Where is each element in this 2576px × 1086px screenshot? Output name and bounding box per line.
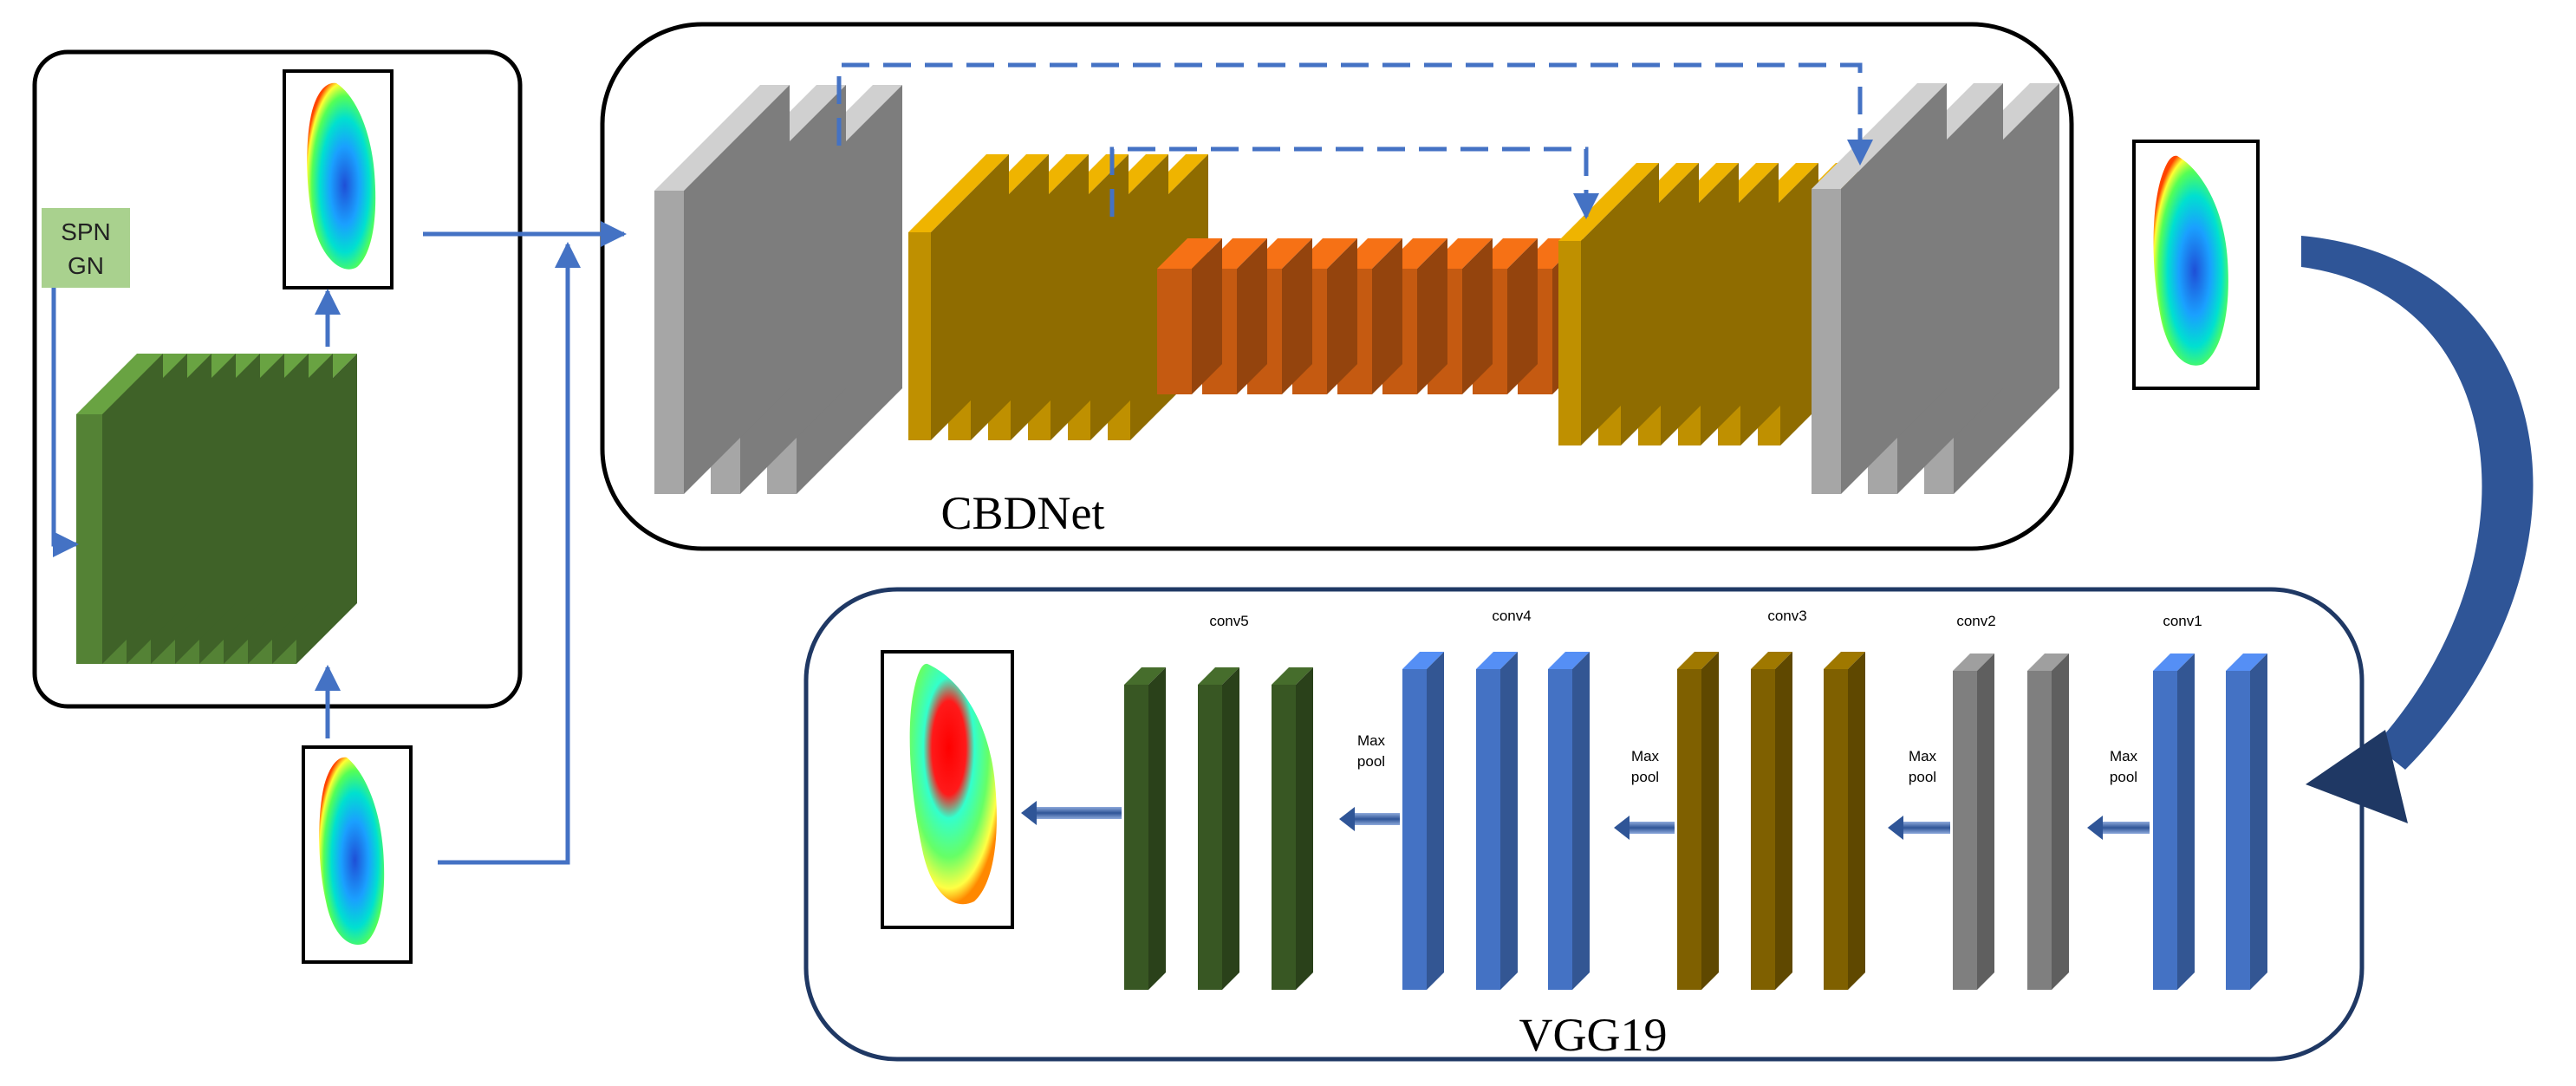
vgg-conv2-layer-2 [2027,654,2069,990]
cbdnet-encoder-gold-1 [908,154,1009,440]
vgg-conv-labels: conv1 conv2 conv3 conv4 conv5 [1209,608,2202,629]
vgg-conv4-layer-1 [1402,652,1444,990]
vgg-conv5-layer-3 [1272,667,1313,990]
skip-connection-inner [1109,146,1599,219]
generator-conv-blocks [76,354,357,664]
conv5-label: conv5 [1209,613,1248,629]
maxpool-1-label-a: Max [2110,748,2138,764]
conv3-label: conv3 [1767,608,1806,624]
conv2-label: conv2 [1956,613,1995,629]
input-image-icon [302,745,413,964]
maxpool-3-label-a: Max [1631,748,1660,764]
cbdnet-decoder-gold-1 [1558,163,1659,445]
cbdnet-title: CBDNet [941,487,1105,539]
cbdnet-to-vgg19-curved-arrow [2301,236,2534,823]
conv4-label: conv4 [1492,608,1531,624]
vgg-conv5-layer-2 [1198,667,1239,990]
cbdnet-decoder-gray-1 [1812,83,1947,494]
input-image-to-cbdnet-arrow [438,242,581,865]
vgg-conv4-layer-2 [1476,652,1518,990]
maxpool-3-arrow [1614,816,1675,840]
vgg-output-arrow [1021,801,1122,825]
maxpool-4-label-b: pool [1357,753,1385,770]
vgg-conv3-layer-2 [1751,652,1792,990]
noise-label-gn: GN [68,252,104,279]
maxpool-2-label-b: pool [1909,769,1936,785]
maxpool-2-arrow [1888,816,1950,840]
noisy-image-icon [283,69,394,289]
noise-label-box [42,208,130,288]
vgg19-container [803,587,2365,1062]
maxpool-4-label-a: Max [1357,732,1386,749]
cbdnet-encoder-gray-1 [654,85,790,494]
maxpool-2-label-a: Max [1909,748,1937,764]
flow-arrows [51,62,1873,865]
vgg19-title: VGG19 [1519,1009,1668,1061]
denoise-module-container [32,49,523,709]
vgg-conv3-layer-3 [1824,652,1865,990]
cbdnet-bottleneck-1 [1157,238,1222,394]
cbdnet-layer-blocks [654,83,2059,494]
maxpool-1-label-b: pool [2110,769,2137,785]
skip-connection-outer [836,62,1873,166]
cbdnet-container [600,22,2074,551]
heatmap-image-icon [881,650,1014,929]
denoised-image-icon [2132,140,2260,390]
vgg19-layer-blocks [1124,652,2267,990]
vgg-conv5-layer-1 [1124,667,1166,990]
vgg-maxpool-arrows [1021,801,2150,840]
noise-label-spn: SPN [61,218,111,245]
vgg-conv1-layer-2 [2226,654,2267,990]
vgg-conv1-layer-1 [2153,654,2195,990]
noise-to-generator-arrow [51,288,79,557]
vgg-conv2-layer-1 [1953,654,1994,990]
vgg-conv3-layer-1 [1677,652,1719,990]
maxpool-1-arrow [2087,816,2150,840]
maxpool-3-label-b: pool [1631,769,1659,785]
conv1-label: conv1 [2163,613,2202,629]
generator-layer-1 [76,354,163,664]
vgg-conv4-layer-3 [1548,652,1590,990]
vgg-maxpool-labels: Max pool Max pool Max pool Max pool [1357,732,2138,785]
maxpool-4-arrow [1339,807,1400,831]
